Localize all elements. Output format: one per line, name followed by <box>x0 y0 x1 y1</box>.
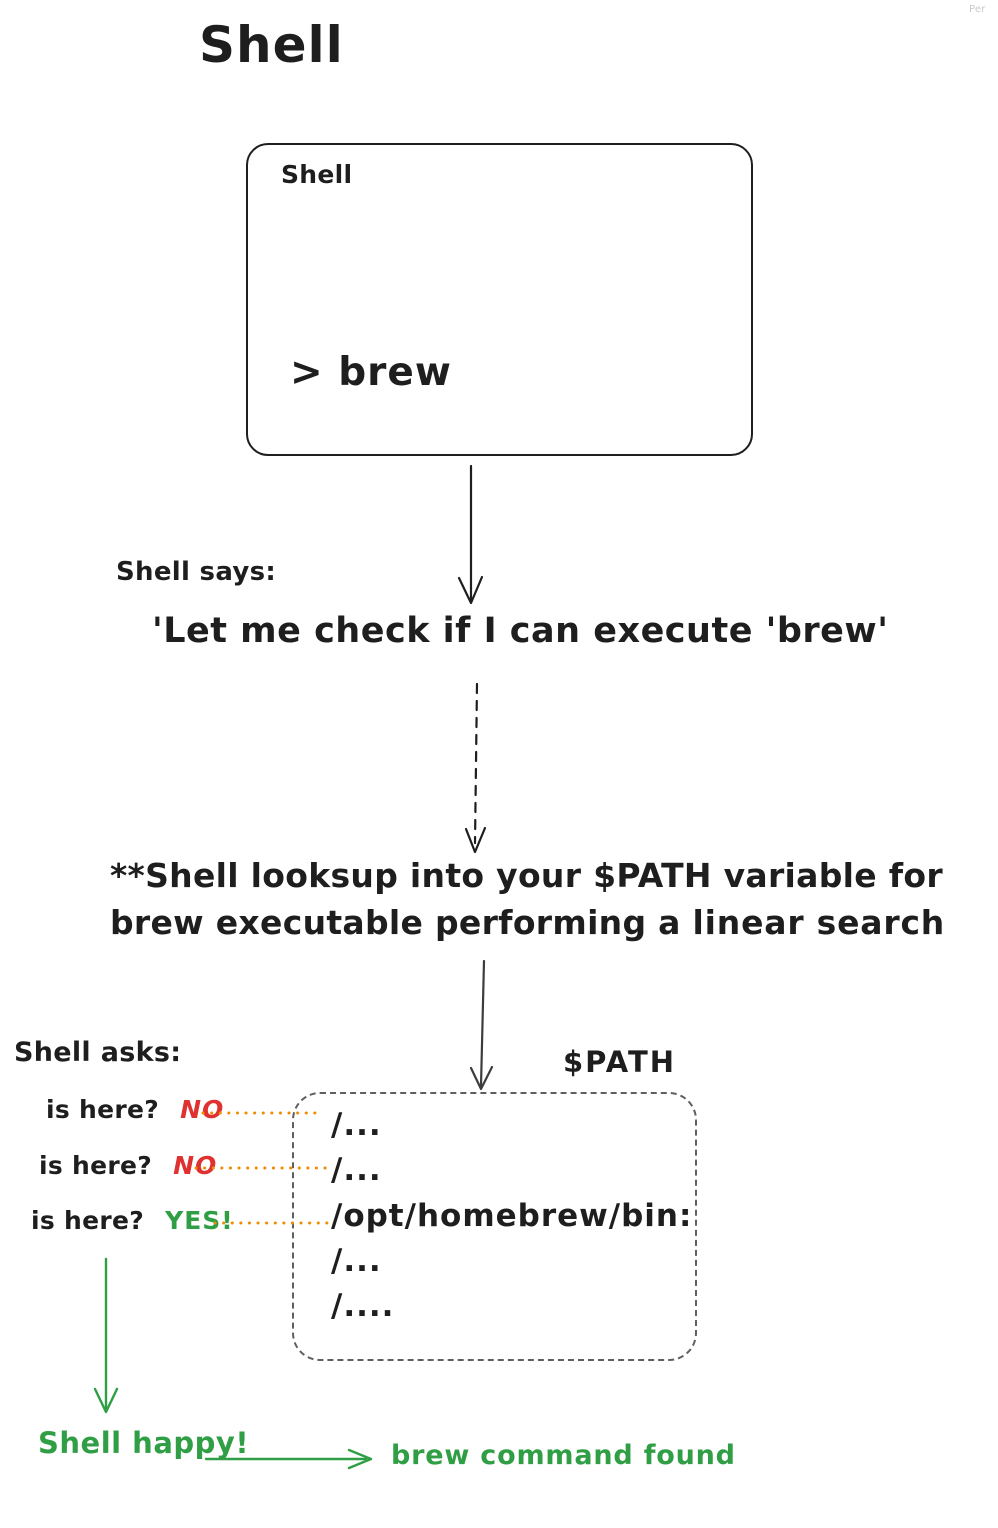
check-row-1: is here? NO <box>46 1095 224 1124</box>
path-lookup-note: **Shell looksup into your $PATH variable… <box>110 853 945 947</box>
path-entry: /... <box>331 1152 382 1189</box>
check-answer-no: NO <box>180 1095 225 1124</box>
arrow-quote-to-lookup-dashed <box>464 682 487 854</box>
page-title: Shell <box>199 16 344 74</box>
lookup-line2-prefix: brew executable performing a <box>110 902 693 942</box>
brew-found-label: brew command found <box>391 1440 736 1471</box>
path-entry: /.... <box>331 1288 395 1324</box>
watermark-text: Per <box>969 4 986 15</box>
terminal-window: Shell > brew <box>246 143 753 456</box>
path-entries-list: /... /... /opt/homebrew/bin: /... /.... <box>331 1103 692 1329</box>
check-row-3: is here? YES! <box>31 1206 234 1235</box>
shell-asks-label: Shell asks: <box>14 1037 182 1068</box>
lookup-line1: **Shell looksup into your $PATH variable… <box>110 856 943 895</box>
arrow-lookup-to-pathbox <box>469 959 494 1091</box>
check-answer-no: NO <box>173 1151 218 1180</box>
shell-happy-label: Shell happy! <box>38 1426 250 1460</box>
shell-says-quote: 'Let me check if I can execute 'brew' <box>152 611 889 651</box>
terminal-window-title: Shell <box>281 160 353 189</box>
path-entry: /... <box>331 1242 382 1279</box>
path-entry: /... <box>331 1107 382 1143</box>
check-question: is here? <box>46 1095 160 1124</box>
path-entry-homebrew: /opt/homebrew/bin: <box>331 1197 693 1234</box>
path-entries-box: /... /... /opt/homebrew/bin: /... /.... <box>292 1092 697 1361</box>
check-question: is here? <box>39 1151 153 1180</box>
arrow-terminal-to-quote <box>457 464 484 605</box>
shell-says-label: Shell says: <box>116 557 277 587</box>
check-question: is here? <box>31 1206 145 1235</box>
terminal-prompt-text: > brew <box>290 350 452 395</box>
check-answer-yes: YES! <box>165 1206 234 1235</box>
arrow-yes-to-happy <box>93 1257 119 1414</box>
lookup-line2-bold: linear search <box>692 902 946 942</box>
path-variable-label: $PATH <box>563 1045 677 1079</box>
check-row-2: is here? NO <box>39 1151 217 1180</box>
